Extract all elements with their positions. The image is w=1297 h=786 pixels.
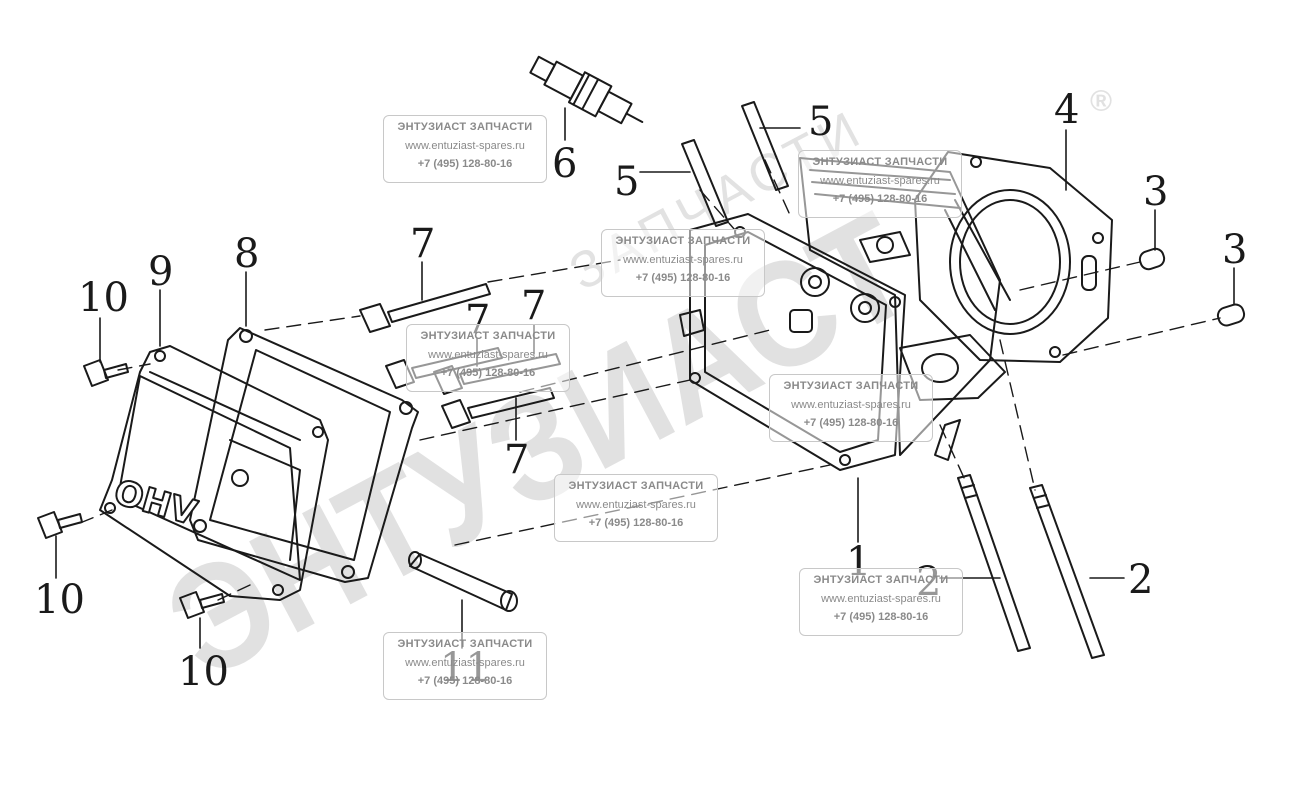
callout-7-bottom: 7 bbox=[504, 437, 530, 483]
callout-7-top: 7 bbox=[410, 221, 436, 267]
watermark-phone: +7 (495) 128-80-16 bbox=[803, 417, 899, 429]
watermark-phone: +7 (495) 128-80-16 bbox=[440, 367, 536, 379]
watermark-phone: +7 (495) 128-80-16 bbox=[833, 611, 929, 623]
callout-10-top: 10 bbox=[78, 275, 129, 321]
callout-6: 6 bbox=[552, 141, 578, 187]
watermark-url: www.entuziast-spares.ru bbox=[791, 399, 911, 411]
callout-3-lower: 3 bbox=[1222, 227, 1248, 273]
watermark-url: www.entuziast-spares.ru bbox=[576, 499, 696, 511]
watermark-url: www.entuziast-spares.ru bbox=[820, 175, 940, 187]
long-studs-2 bbox=[957, 474, 1105, 659]
watermark-url: www.entuziast-spares.ru bbox=[405, 657, 525, 669]
watermark-phone: +7 (495) 128-80-16 bbox=[588, 517, 684, 529]
watermark-box: ЭНТУЗИАСТ ЗАПЧАСТИ www.entuziast-spares.… bbox=[383, 632, 547, 700]
head-gasket bbox=[914, 151, 1113, 363]
watermark-box: ЭНТУЗИАСТ ЗАПЧАСТИ www.entuziast-spares.… bbox=[406, 324, 570, 392]
watermark-phone: +7 (495) 128-80-16 bbox=[635, 272, 731, 284]
watermark-title: ЭНТУЗИАСТ ЗАПЧАСТИ bbox=[397, 638, 533, 650]
studs-5 bbox=[681, 101, 789, 227]
watermark-title: ЭНТУЗИАСТ ЗАПЧАСТИ bbox=[813, 574, 949, 586]
callout-2-right: 2 bbox=[1128, 557, 1154, 603]
watermark-url: www.entuziast-spares.ru bbox=[821, 593, 941, 605]
watermark-box: ЭНТУЗИАСТ ЗАПЧАСТИ www.entuziast-spares.… bbox=[383, 115, 547, 183]
callout-9: 9 bbox=[148, 249, 174, 295]
dowel-pins bbox=[1138, 247, 1246, 327]
watermark-box: ЭНТУЗИАСТ ЗАПЧАСТИ www.entuziast-spares.… bbox=[601, 229, 765, 297]
watermark-phone: +7 (495) 128-80-16 bbox=[417, 158, 513, 170]
spark-plug bbox=[529, 55, 644, 125]
callout-3-upper: 3 bbox=[1143, 169, 1169, 215]
callout-5-left: 5 bbox=[614, 159, 640, 205]
watermark-url: www.entuziast-spares.ru bbox=[623, 254, 743, 266]
watermark-url: www.entuziast-spares.ru bbox=[405, 140, 525, 152]
watermark-box: ЭНТУЗИАСТ ЗАПЧАСТИ www.entuziast-spares.… bbox=[554, 474, 718, 542]
watermark-phone: +7 (495) 128-80-16 bbox=[417, 675, 513, 687]
callout-10-left: 10 bbox=[34, 577, 85, 623]
cover-gasket bbox=[189, 327, 419, 583]
callout-8: 8 bbox=[234, 231, 260, 277]
brand-watermark-mark: ® bbox=[1090, 85, 1113, 118]
watermark-title: ЭНТУЗИАСТ ЗАПЧАСТИ bbox=[812, 156, 948, 168]
watermark-box: ЭНТУЗИАСТ ЗАПЧАСТИ www.entuziast-spares.… bbox=[769, 374, 933, 442]
cover-bolts bbox=[37, 359, 225, 619]
watermark-title: ЭНТУЗИАСТ ЗАПЧАСТИ bbox=[615, 235, 751, 247]
watermark-title: ЭНТУЗИАСТ ЗАПЧАСТИ bbox=[568, 480, 704, 492]
watermark-title: ЭНТУЗИАСТ ЗАПЧАСТИ bbox=[397, 121, 533, 133]
assembly-lines bbox=[79, 159, 1221, 601]
callout-5-right: 5 bbox=[808, 99, 834, 145]
watermark-phone: +7 (495) 128-80-16 bbox=[832, 193, 928, 205]
watermark-url: www.entuziast-spares.ru bbox=[428, 349, 548, 361]
watermark-title: ЭНТУЗИАСТ ЗАПЧАСТИ bbox=[783, 380, 919, 392]
callout-4: 4 bbox=[1054, 87, 1080, 133]
callout-7-mid-right: 7 bbox=[521, 283, 547, 329]
watermark-box: ЭНТУЗИАСТ ЗАПЧАСТИ www.entuziast-spares.… bbox=[799, 568, 963, 636]
callout-10-bottom: 10 bbox=[178, 649, 229, 695]
watermark-title: ЭНТУЗИАСТ ЗАПЧАСТИ bbox=[420, 330, 556, 342]
watermark-box: ЭНТУЗИАСТ ЗАПЧАСТИ www.entuziast-spares.… bbox=[798, 150, 962, 218]
pushrod-tube bbox=[408, 551, 518, 612]
valve-cover bbox=[99, 345, 329, 601]
